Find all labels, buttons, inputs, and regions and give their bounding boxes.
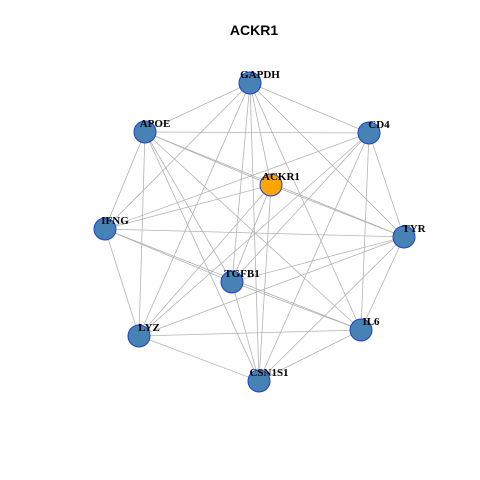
edge-ackr1-tyr: [270, 184, 405, 238]
edge-gapdh-ifng: [104, 82, 251, 230]
edge-apoe-lyz: [138, 131, 146, 337]
edge-lyz-csn1s1: [138, 335, 260, 382]
node-label-lyz: LYZ: [138, 322, 160, 334]
node-cd4[interactable]: [357, 121, 381, 145]
node-label-tyr: TYR: [402, 223, 426, 235]
edge-tyr-lyz: [138, 236, 405, 337]
node-label-ackr1: ACKR1: [262, 171, 300, 183]
edge-gapdh-il6: [249, 82, 362, 331]
edge-apoe-cd4: [144, 131, 370, 134]
edge-tgfb1-il6: [231, 281, 362, 331]
diagram-title: ACKR1: [230, 22, 278, 38]
node-il6[interactable]: [349, 318, 373, 342]
edge-lyz-il6: [138, 329, 362, 337]
node-ackr1[interactable]: [259, 173, 283, 197]
node-ifng[interactable]: [93, 217, 117, 241]
edge-apoe-csn1s1: [144, 131, 260, 382]
edge-gapdh-apoe: [144, 82, 251, 133]
edge-gapdh-cd4: [249, 82, 370, 134]
edge-apoe-il6: [144, 131, 362, 331]
node-apoe[interactable]: [133, 120, 157, 144]
edge-ifng-tgfb1: [104, 228, 233, 283]
edge-ackr1-lyz: [138, 184, 272, 337]
node-label-csn1s1: CSN1S1: [249, 367, 288, 379]
node-label-ifng: IFNG: [101, 215, 129, 227]
node-tgfb1[interactable]: [220, 270, 244, 294]
node-layer: [93, 71, 416, 393]
edge-apoe-ifng: [104, 131, 146, 230]
edge-cd4-lyz: [138, 132, 370, 337]
edge-cd4-il6: [360, 132, 370, 331]
edge-gapdh-ackr1: [249, 82, 272, 186]
edge-tgfb1-csn1s1: [231, 281, 260, 382]
edge-tyr-csn1s1: [258, 236, 405, 382]
edge-il6-csn1s1: [258, 329, 362, 382]
edge-cd4-ifng: [104, 132, 370, 230]
edge-ifng-lyz: [104, 228, 140, 337]
edge-gapdh-tgfb1: [231, 82, 251, 283]
node-label-gapdh: GAPDH: [240, 69, 280, 81]
edge-ackr1-csn1s1: [258, 184, 272, 382]
edge-gapdh-tyr: [249, 82, 405, 238]
edge-cd4-csn1s1: [258, 132, 370, 382]
edge-cd4-tyr: [368, 132, 405, 238]
edge-ackr1-tgfb1: [231, 184, 272, 283]
node-csn1s1[interactable]: [247, 369, 271, 393]
node-tyr[interactable]: [392, 225, 416, 249]
node-label-cd4: CD4: [368, 119, 390, 131]
node-label-apoe: APOE: [140, 118, 171, 130]
edge-tyr-il6: [360, 236, 405, 331]
edge-tyr-tgfb1: [231, 236, 405, 283]
edge-gapdh-lyz: [138, 82, 251, 337]
edge-cd4-tgfb1: [231, 132, 370, 283]
node-label-il6: IL6: [362, 316, 380, 328]
node-gapdh[interactable]: [238, 71, 262, 95]
edge-ifng-tyr: [104, 228, 405, 238]
node-lyz[interactable]: [127, 324, 151, 348]
edge-ackr1-ifng: [104, 184, 272, 230]
node-label-tgfb1: TGFB1: [224, 268, 259, 280]
